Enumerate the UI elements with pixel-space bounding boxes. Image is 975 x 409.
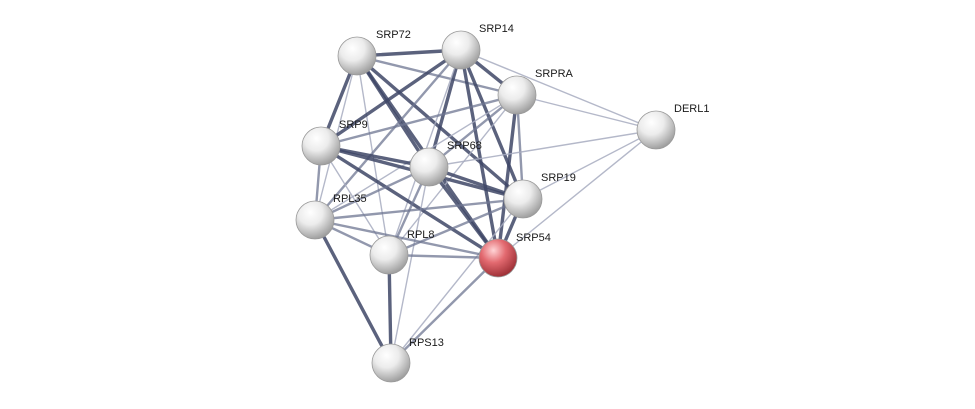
node-label-srpra: SRPRA bbox=[535, 68, 574, 80]
edge-srpra-srp9[interactable] bbox=[319, 93, 519, 148]
node-label-rpl35: RPL35 bbox=[333, 193, 367, 205]
edge-derl1-srp54[interactable] bbox=[497, 129, 657, 259]
edge-srp72-srpra[interactable] bbox=[355, 54, 519, 97]
node-rpl35[interactable]: RPL35 bbox=[295, 193, 367, 240]
node-label-srp14: SRP14 bbox=[479, 23, 514, 35]
node-label-srp68: SRP68 bbox=[447, 140, 482, 152]
node-circle-srp9[interactable] bbox=[301, 126, 341, 166]
node-srp54[interactable]: SRP54 bbox=[478, 232, 551, 278]
node-srp72[interactable]: SRP72 bbox=[337, 29, 411, 76]
node-rpl8[interactable]: RPL8 bbox=[369, 229, 435, 275]
edge-srp14-srp68[interactable] bbox=[427, 48, 463, 169]
node-derl1[interactable]: DERL1 bbox=[636, 103, 709, 150]
edge-srp54-rps13[interactable] bbox=[389, 256, 500, 365]
edge-srp68-rpl35[interactable] bbox=[313, 165, 431, 222]
edges-layer bbox=[313, 48, 657, 365]
node-circle-srp54[interactable] bbox=[478, 238, 518, 278]
edge-srp19-rps13[interactable] bbox=[390, 198, 524, 364]
node-label-srp54: SRP54 bbox=[516, 232, 551, 244]
node-circle-rps13[interactable] bbox=[371, 343, 411, 383]
node-circle-srpra[interactable] bbox=[497, 75, 537, 115]
node-srp68[interactable]: SRP68 bbox=[409, 140, 482, 187]
edge-srp19-rpl35[interactable] bbox=[313, 197, 525, 222]
node-srp9[interactable]: SRP9 bbox=[301, 119, 368, 166]
node-label-rps13: RPS13 bbox=[409, 337, 444, 349]
node-label-srp9: SRP9 bbox=[339, 119, 368, 131]
edge-srp14-derl1[interactable] bbox=[460, 49, 657, 131]
node-label-derl1: DERL1 bbox=[674, 103, 709, 115]
node-circle-srp68[interactable] bbox=[409, 147, 449, 187]
node-srp14[interactable]: SRP14 bbox=[441, 23, 514, 70]
edge-srp19-rpl8[interactable] bbox=[387, 197, 525, 257]
node-label-srp72: SRP72 bbox=[376, 29, 411, 41]
edge-srpra-derl1[interactable] bbox=[516, 94, 657, 131]
edge-rpl35-rps13[interactable] bbox=[313, 218, 393, 365]
node-circle-srp14[interactable] bbox=[441, 30, 481, 70]
edge-srpra-srp54[interactable] bbox=[496, 93, 519, 260]
edge-srp14-rpl35[interactable] bbox=[313, 48, 463, 222]
edge-derl1-srp68[interactable] bbox=[428, 129, 657, 168]
edge-srp14-srp54[interactable] bbox=[459, 48, 500, 260]
node-circle-rpl35[interactable] bbox=[295, 200, 335, 240]
node-circle-rpl8[interactable] bbox=[369, 235, 409, 275]
edge-srp68-rps13[interactable] bbox=[390, 166, 430, 364]
node-label-rpl8: RPL8 bbox=[407, 229, 435, 241]
edge-derl1-srp19[interactable] bbox=[522, 129, 657, 200]
edge-srp14-srp19[interactable] bbox=[459, 48, 525, 201]
edge-srp14-srp9[interactable] bbox=[319, 48, 463, 148]
node-label-srp19: SRP19 bbox=[541, 172, 576, 184]
node-circle-srp72[interactable] bbox=[337, 36, 377, 76]
edge-rpl35-srp54[interactable] bbox=[313, 218, 500, 260]
node-circle-srp19[interactable] bbox=[503, 179, 543, 219]
node-srp19[interactable]: SRP19 bbox=[503, 172, 576, 219]
node-srpra[interactable]: SRPRA bbox=[497, 68, 574, 115]
node-rps13[interactable]: RPS13 bbox=[371, 337, 444, 383]
node-circle-derl1[interactable] bbox=[636, 110, 676, 150]
edge-srp9-srp54[interactable] bbox=[319, 144, 500, 260]
